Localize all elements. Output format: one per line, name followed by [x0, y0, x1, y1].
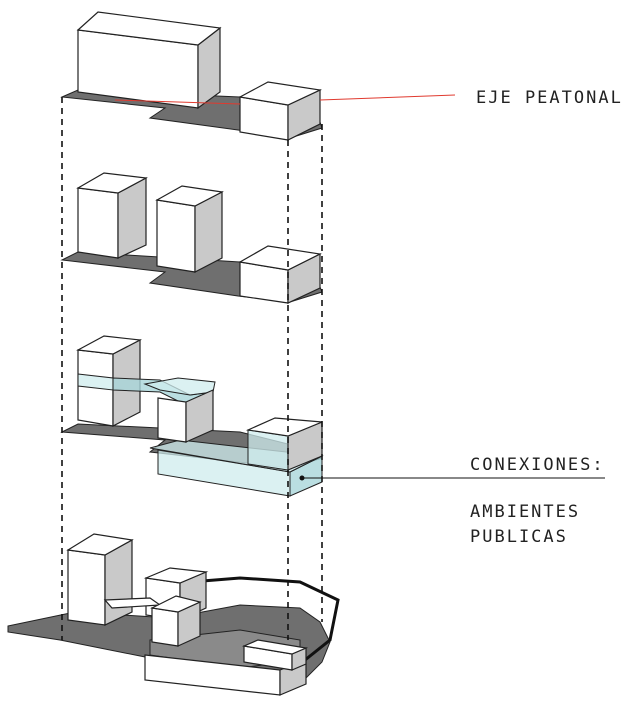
level-2-small-block — [238, 245, 322, 304]
label-connections: CONEXIONES: — [470, 455, 605, 475]
pedestrian-axis-line — [114, 99, 241, 105]
level-3-glass-bridge — [77, 373, 216, 408]
level-2-block-b — [155, 185, 224, 273]
level-1 — [60, 11, 456, 141]
level-3-right-block — [245, 417, 323, 471]
level-4-block-b — [150, 595, 202, 647]
vertical-guides — [61, 97, 323, 640]
label-pedestrian-axis: EJE PEATONAL — [476, 88, 623, 108]
level-4-tower — [66, 533, 134, 626]
pedestrian-axis-leader — [319, 94, 456, 101]
label-public-spaces-line1: AMBIENTES — [470, 502, 580, 522]
level-3 — [60, 335, 605, 497]
site-path-outline — [189, 576, 340, 666]
level-1-tall-block — [76, 11, 222, 110]
label-public-spaces-line2: PUBLICAS — [470, 527, 568, 547]
level-2-block-a — [76, 172, 148, 259]
level-4-small-volume — [241, 639, 309, 671]
level-1-small-block — [238, 81, 323, 141]
level-3-middle-block — [157, 389, 214, 443]
level-2 — [60, 172, 323, 304]
level-4 — [7, 533, 340, 696]
